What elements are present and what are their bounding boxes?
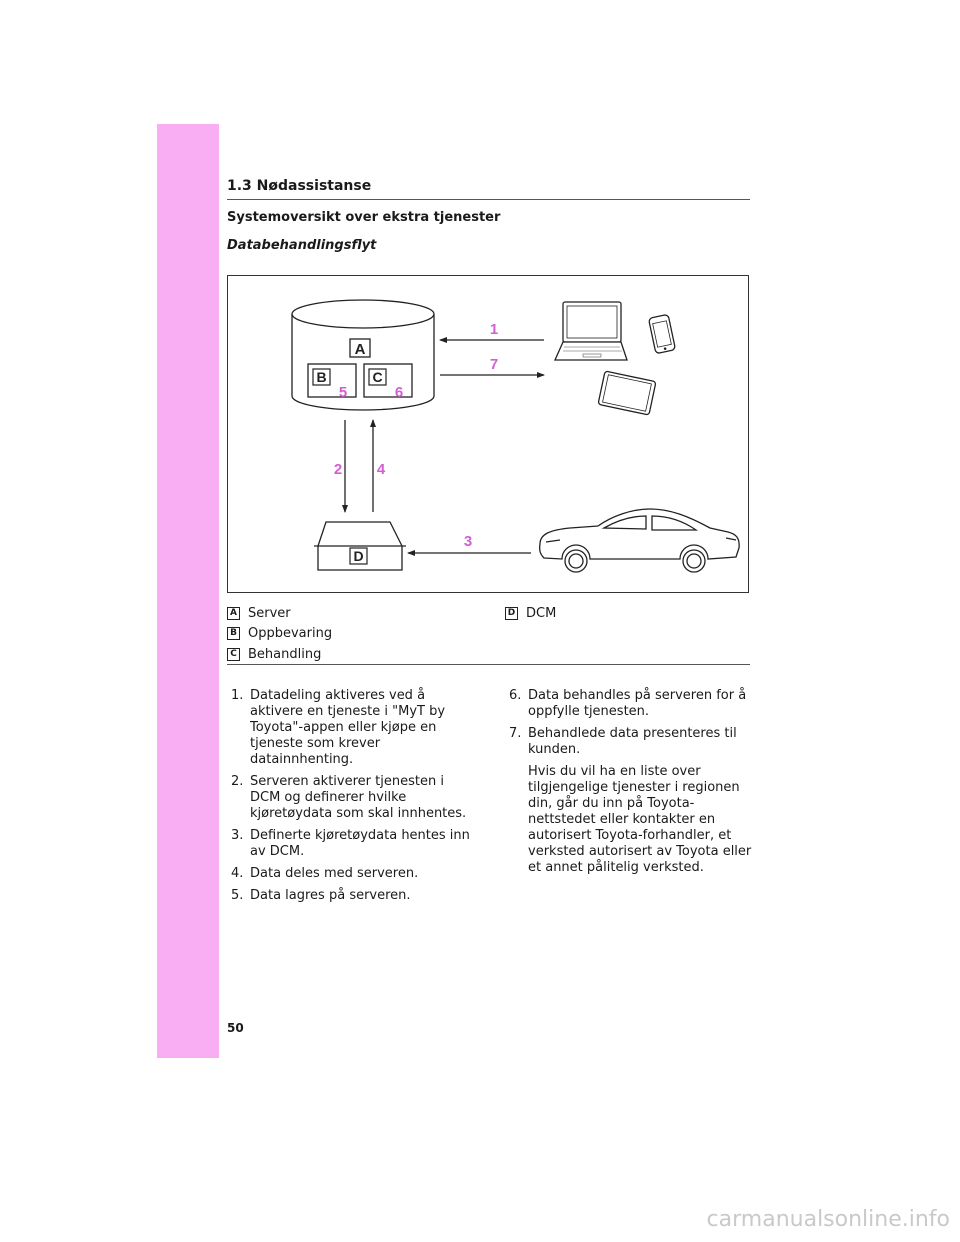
steps-left-column: 1.Datadeling aktiveres ved å aktivere en… [231,688,475,910]
list-item: 3.Definerte kjøretøydata hentes inn av D… [231,828,470,859]
box-a-letter: A [355,341,366,358]
step-4-label: 4 [377,461,386,478]
list-item: 2.Serveren aktiverer tjenesten i DCM og … [231,774,467,821]
tablet-icon [597,370,657,416]
list-item: 6.Data behandles på serveren for å oppfy… [509,688,747,719]
legend-label-d: DCM [526,606,557,621]
legend-label-a: Server [248,606,291,621]
data-flow-diagram: A B 5 C 6 1 7 [227,275,749,593]
step-3-label: 3 [464,533,472,550]
box-c-letter: C [372,369,382,385]
box-d-letter: D [353,548,363,564]
divider [227,664,750,665]
car-icon [538,508,740,573]
box-b-letter: B [316,369,326,385]
step-1-label: 1 [490,321,498,338]
box-c-key [368,368,387,386]
step-2-label: 2 [334,461,342,478]
legend-key-b: B [227,627,240,640]
steps-right-column: 6.Data behandles på serveren for å oppfy… [509,688,753,882]
smartphone-icon [648,314,676,354]
step-7-label: 7 [490,356,498,373]
box-b-key [312,368,331,386]
legend-item-d: D DCM [505,606,556,621]
list-item: 4.Data deles med serveren. [231,866,419,881]
legend-item-b: B Oppbevaring [227,626,332,641]
step-6-label: 6 [395,384,403,401]
list-item: 5.Data lagres på serveren. [231,888,411,903]
diagram-heading: Databehandlingsflyt [227,238,377,253]
watermark: carmanualsonline.info [706,1207,950,1232]
subheading: Systemoversikt over ekstra tjenester [227,210,501,225]
step-7-note: Hvis du vil ha en liste over tilgjengeli… [528,764,752,875]
legend-label-b: Oppbevaring [248,626,333,641]
box-d-key [349,547,368,565]
laptop-icon [553,301,628,361]
page-number: 50 [227,1021,244,1035]
legend-key-c: C [227,648,240,661]
legend-key-d: D [505,607,518,620]
legend-item-c: C Behandling [227,647,321,662]
section-heading: 1.3 Nødassistanse [227,178,750,200]
legend-key-a: A [227,607,240,620]
dcm-unit [314,521,406,571]
legend-item-a: A Server [227,606,291,621]
list-item: 1.Datadeling aktiveres ved å aktivere en… [231,688,446,767]
box-a-key [349,338,371,358]
step-5-label: 5 [339,384,347,401]
side-tab-strip [157,124,219,1058]
list-item: 7.Behandlede data presenteres til kunden… [509,726,752,875]
legend-label-c: Behandling [248,647,322,662]
